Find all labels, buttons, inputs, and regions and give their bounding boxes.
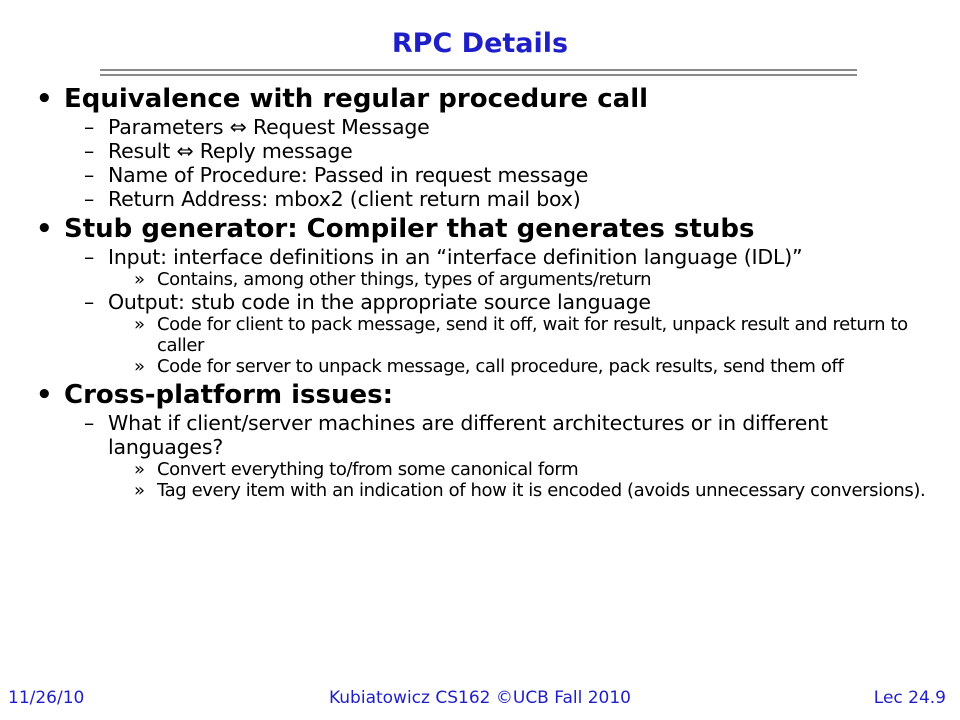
footer-course: Kubiatowicz CS162 ©UCB Fall 2010: [328, 688, 631, 708]
sub-bullet: – What if client/server machines are dif…: [0, 411, 948, 459]
sub-sub-bullet: » Tag every item with an indication of h…: [0, 480, 947, 501]
dash-marker: –: [84, 115, 95, 139]
bullet-equivalence: • Equivalence with regular procedure cal…: [0, 84, 944, 115]
bullet-marker: •: [36, 380, 53, 410]
sub-sub-bullet: » Code for server to unpack message, cal…: [0, 356, 947, 377]
sub-sub-bullet-text: Code for client to pack message, send it…: [157, 314, 908, 356]
dash-marker: –: [84, 411, 95, 435]
sub-sub-bullet: » Convert everything to/from some canoni…: [0, 459, 947, 480]
dash-marker: –: [84, 139, 95, 163]
chevron-marker: »: [134, 269, 145, 290]
sub-bullet-text: Result ⇔ Reply message: [108, 139, 353, 163]
dash-marker: –: [84, 245, 95, 269]
sub-bullet-text: Input: interface definitions in an “inte…: [108, 245, 803, 269]
chevron-marker: »: [134, 314, 145, 335]
title-rule-bottom: [100, 74, 857, 76]
sub-bullet: – Name of Procedure: Passed in request m…: [0, 163, 948, 187]
sub-bullet-text: Name of Procedure: Passed in request mes…: [108, 163, 589, 187]
sub-bullet-text: Return Address: mbox2 (client return mai…: [108, 187, 581, 211]
dash-marker: –: [84, 290, 95, 314]
sub-sub-bullet-text: Tag every item with an indication of how…: [157, 480, 926, 501]
dash-marker: –: [84, 163, 95, 187]
bullet-text: Equivalence with regular procedure call: [64, 84, 649, 114]
sub-bullet: – Parameters ⇔ Request Message: [0, 115, 948, 139]
bullet-text: Stub generator: Compiler that generates …: [64, 214, 755, 244]
sub-sub-bullet: » Code for client to pack message, send …: [0, 314, 947, 356]
sub-bullet-text: What if client/server machines are diffe…: [108, 411, 828, 459]
bullet-marker: •: [36, 84, 53, 114]
sub-bullet: – Output: stub code in the appropriate s…: [0, 290, 948, 314]
sub-bullet: – Result ⇔ Reply message: [0, 139, 948, 163]
sub-bullet: – Input: interface definitions in an “in…: [0, 245, 948, 269]
dash-marker: –: [84, 187, 95, 211]
slide-title: RPC Details: [391, 28, 569, 59]
sub-sub-bullet: » Contains, among other things, types of…: [0, 269, 947, 290]
sub-bullet-text: Output: stub code in the appropriate sou…: [108, 290, 651, 314]
sub-sub-bullet-text: Contains, among other things, types of a…: [157, 269, 652, 290]
footer-date: 11/26/10: [8, 688, 85, 708]
bullet-cross-platform: • Cross-platform issues:: [0, 380, 944, 411]
footer-slide-number: Lec 24.9: [873, 688, 946, 708]
bullet-stub-generator: • Stub generator: Compiler that generate…: [0, 214, 944, 245]
sub-bullet: – Return Address: mbox2 (client return m…: [0, 187, 948, 211]
chevron-marker: »: [134, 356, 145, 377]
sub-sub-bullet-text: Convert everything to/from some canonica…: [157, 459, 579, 480]
bullet-text: Cross-platform issues:: [64, 380, 394, 410]
sub-bullet-text: Parameters ⇔ Request Message: [108, 115, 430, 139]
slide-body: • Equivalence with regular procedure cal…: [0, 84, 960, 501]
sub-sub-bullet-text: Code for server to unpack message, call …: [157, 356, 844, 377]
title-rule-top: [100, 69, 857, 71]
bullet-marker: •: [36, 214, 53, 244]
chevron-marker: »: [134, 459, 145, 480]
chevron-marker: »: [134, 480, 145, 501]
